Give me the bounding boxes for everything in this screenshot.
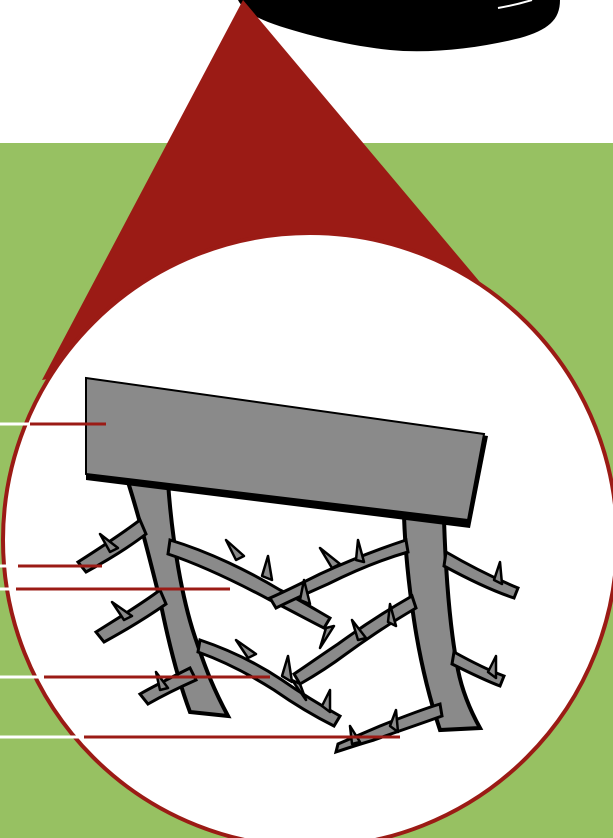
magnifier-lens [3,233,613,838]
dark-blob-icon [238,0,560,51]
